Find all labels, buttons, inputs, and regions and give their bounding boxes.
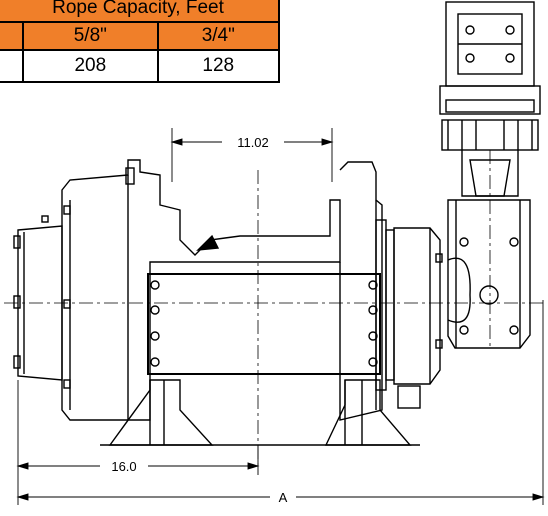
table-value-blank [0,49,25,83]
dimension-left [16,380,260,505]
table-header-blank [0,21,25,51]
brake-coupling [439,85,541,197]
table-header-col-2: 3/4" [156,21,281,51]
dimension-overall [16,300,545,505]
table-header-col-1: 5/8" [22,21,159,51]
feet [100,379,420,446]
drum [147,273,381,375]
hydraulic-motor [445,1,535,87]
dimension-top-label: 11.02 [237,135,269,150]
dimension-overall-label: A [279,490,288,505]
table-value-col-2: 128 [156,49,281,83]
table-title: Rope Capacity, Feet [0,0,280,23]
right-housing [339,161,395,421]
gearbox [447,199,531,349]
table-value-col-1: 208 [22,49,159,83]
dimension-left-label: 16.0 [111,459,136,474]
center-lines [4,150,544,470]
left-housing [41,159,341,421]
motor-flange [393,227,443,409]
dimension-top [170,128,334,182]
rope-capacity-table: Rope Capacity, Feet 5/8" 3/4" 208 128 [0,0,281,83]
